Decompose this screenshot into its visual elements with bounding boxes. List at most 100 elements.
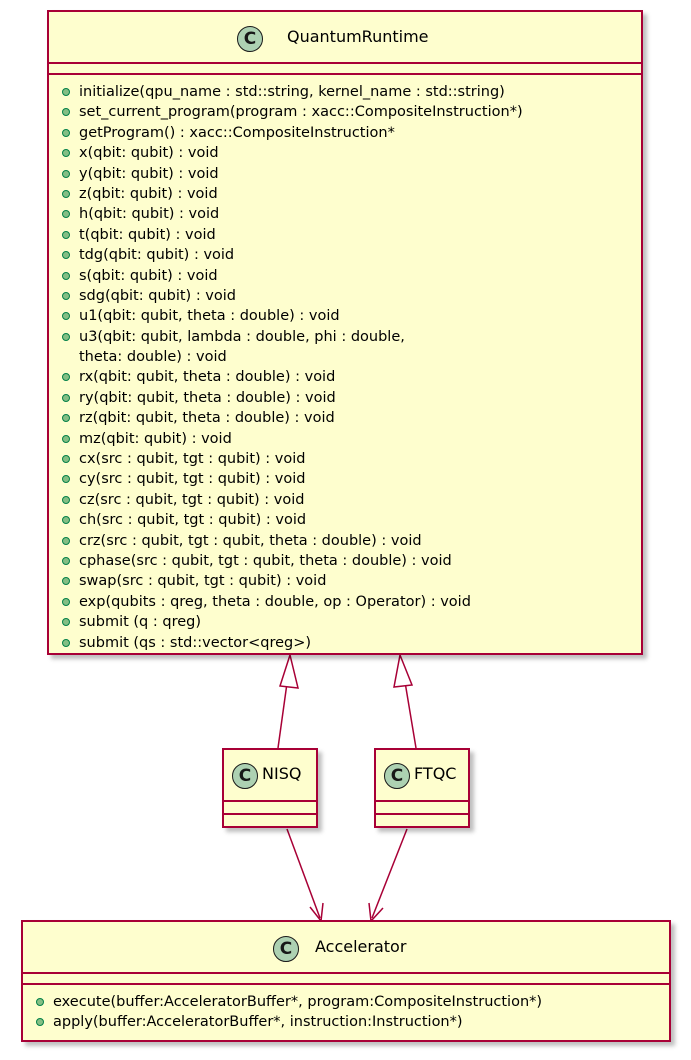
method-signature: initialize(qpu_name : std::string, kerne… xyxy=(79,84,505,100)
method-item: u1(qbit: qubit, theta : double) : void xyxy=(49,306,641,326)
method-signature: cphase(src : qubit, tgt : qubit, theta :… xyxy=(79,552,452,569)
separator xyxy=(49,62,641,64)
method-signature: getProgram() : xacc::CompositeInstructio… xyxy=(79,124,395,141)
method-signature: cx(src : qubit, tgt : qubit) : void xyxy=(79,451,306,468)
method-item: swap(src : qubit, tgt : qubit) : void xyxy=(49,571,641,591)
public-method-icon xyxy=(62,434,70,443)
separator xyxy=(224,800,316,802)
class-name: QuantumRuntime xyxy=(287,27,429,46)
method-item: z(qbit: qubit) : void xyxy=(49,184,641,204)
method-signature: swap(src : qubit, tgt : qubit) : void xyxy=(79,573,327,590)
method-signature: h(qbit: qubit) : void xyxy=(79,206,220,223)
method-item: s(qbit: qubit) : void xyxy=(49,266,641,286)
association-edge-nisq-accelerator xyxy=(286,828,324,923)
public-method-icon xyxy=(62,556,70,565)
method-signature: mz(qbit: qubit) : void xyxy=(79,430,232,447)
method-item: exp(qubits : qreg, theta : double, op : … xyxy=(49,592,641,612)
method-signature: submit (q : qreg) xyxy=(79,614,201,631)
class-header: C NISQ xyxy=(224,750,316,800)
method-item: rz(qbit: qubit, theta : double) : void xyxy=(49,408,641,428)
method-item: cy(src : qubit, tgt : qubit) : void xyxy=(49,469,641,489)
public-method-icon xyxy=(62,393,70,402)
public-method-icon xyxy=(62,597,70,606)
public-method-icon xyxy=(62,577,70,586)
method-item: x(qbit: qubit) : void xyxy=(49,143,641,163)
method-item: ry(qbit: qubit, theta : double) : void xyxy=(49,388,641,408)
association-edge-ftqc-accelerator xyxy=(368,828,408,923)
class-c-icon: C xyxy=(232,763,258,789)
public-method-icon xyxy=(62,230,70,239)
class-c-icon: C xyxy=(384,763,410,789)
method-signature: sdg(qbit: qubit) : void xyxy=(79,287,236,304)
class-quantum-runtime: C QuantumRuntime initialize(qpu_name : s… xyxy=(47,10,643,655)
method-signature: s(qbit: qubit) : void xyxy=(79,267,218,284)
method-signature: ch(src : qubit, tgt : qubit) : void xyxy=(79,512,307,529)
public-method-icon xyxy=(62,271,70,280)
method-continuation: theta: double) : void xyxy=(49,347,641,367)
public-method-icon xyxy=(62,414,70,423)
public-method-icon xyxy=(62,475,70,484)
method-signature: rz(qbit: qubit, theta : double) : void xyxy=(79,410,335,427)
method-item: u3(qbit: qubit, lambda : double, phi : d… xyxy=(49,327,641,347)
method-item: crz(src : qubit, tgt : qubit, theta : do… xyxy=(49,531,641,551)
method-list: initialize(qpu_name : std::string, kerne… xyxy=(49,82,641,653)
public-method-icon xyxy=(62,169,70,178)
method-signature: t(qbit: qubit) : void xyxy=(79,226,216,243)
public-method-icon xyxy=(62,536,70,545)
method-signature: set_current_program(program : xacc::Comp… xyxy=(79,104,523,121)
method-signature: cz(src : qubit, tgt : qubit) : void xyxy=(79,491,305,508)
public-method-icon xyxy=(62,210,70,219)
public-method-icon xyxy=(62,251,70,260)
method-signature: x(qbit: qubit) : void xyxy=(79,145,219,162)
class-header: C Accelerator xyxy=(23,922,669,972)
public-method-icon xyxy=(62,373,70,382)
method-item: apply(buffer:AcceleratorBuffer*, instruc… xyxy=(23,1012,669,1032)
method-item: cphase(src : qubit, tgt : qubit, theta :… xyxy=(49,551,641,571)
separator xyxy=(49,73,641,75)
method-signature: u3(qbit: qubit, lambda : double, phi : d… xyxy=(79,328,405,345)
method-signature: tdg(qbit: qubit) : void xyxy=(79,247,235,264)
method-signature: ry(qbit: qubit, theta : double) : void xyxy=(79,389,336,406)
method-signature: u1(qbit: qubit, theta : double) : void xyxy=(79,308,340,325)
method-item: h(qbit: qubit) : void xyxy=(49,204,641,224)
class-c-icon: C xyxy=(237,26,263,52)
method-signature: crz(src : qubit, tgt : qubit, theta : do… xyxy=(79,532,422,549)
method-item: ch(src : qubit, tgt : qubit) : void xyxy=(49,510,641,530)
method-signature: execute(buffer:AcceleratorBuffer*, progr… xyxy=(53,994,543,1010)
class-name: Accelerator xyxy=(315,937,407,956)
method-item: submit (q : qreg) xyxy=(49,612,641,632)
separator xyxy=(224,813,316,815)
class-header: C QuantumRuntime xyxy=(49,12,641,62)
method-item: submit (qs : std::vector<qreg>) xyxy=(49,633,641,653)
separator xyxy=(376,813,468,815)
public-method-icon xyxy=(62,88,70,96)
method-signature: theta: double) : void xyxy=(79,349,227,366)
method-item: mz(qbit: qubit) : void xyxy=(49,429,641,449)
inheritance-edge-nisq xyxy=(277,652,299,749)
method-signature: submit (qs : std::vector<qreg>) xyxy=(79,634,312,651)
public-method-icon xyxy=(62,618,70,627)
class-ftqc: C FTQC xyxy=(374,748,470,828)
public-method-icon xyxy=(36,998,44,1006)
public-method-icon xyxy=(62,291,70,300)
method-item: set_current_program(program : xacc::Comp… xyxy=(49,102,641,122)
method-item: tdg(qbit: qubit) : void xyxy=(49,245,641,265)
public-method-icon xyxy=(62,332,70,341)
public-method-icon xyxy=(62,495,70,504)
method-item: rx(qbit: qubit, theta : double) : void xyxy=(49,367,641,387)
class-name: FTQC xyxy=(414,764,457,783)
method-signature: y(qbit: qubit) : void xyxy=(79,165,219,182)
class-header: C FTQC xyxy=(376,750,468,800)
separator xyxy=(23,972,669,974)
class-c-icon: C xyxy=(273,936,299,962)
method-item: cz(src : qubit, tgt : qubit) : void xyxy=(49,490,641,510)
method-signature: z(qbit: qubit) : void xyxy=(79,185,218,202)
method-item: y(qbit: qubit) : void xyxy=(49,164,641,184)
class-name: NISQ xyxy=(262,764,302,783)
public-method-icon xyxy=(62,455,70,464)
method-item: initialize(qpu_name : std::string, kerne… xyxy=(49,82,641,102)
class-nisq: C NISQ xyxy=(222,748,318,828)
method-signature: exp(qubits : qreg, theta : double, op : … xyxy=(79,593,471,610)
public-method-icon xyxy=(62,108,70,117)
method-item: execute(buffer:AcceleratorBuffer*, progr… xyxy=(23,992,669,1012)
